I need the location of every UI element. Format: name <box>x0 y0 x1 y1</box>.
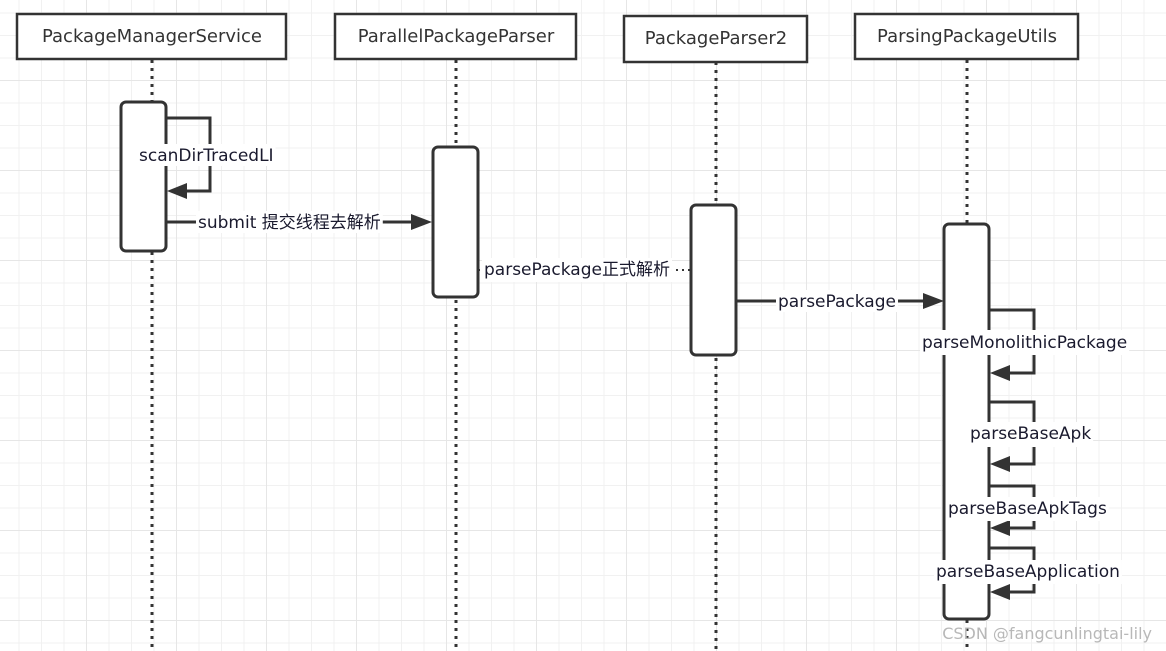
activation-package-manager-service[interactable] <box>119 100 168 253</box>
arrow-head-icon <box>411 214 432 230</box>
message-label: parseBaseApplication <box>936 562 1120 582</box>
actor-label: PackageManagerService <box>42 26 262 47</box>
arrow-head-icon <box>990 456 1010 472</box>
arrow-head-icon <box>990 520 1010 536</box>
message-parse-package[interactable]: parsePackage <box>736 290 944 312</box>
activation-parallel-package-parser[interactable] <box>431 145 480 299</box>
actor-package-manager-service[interactable]: PackageManagerService <box>15 12 288 61</box>
actor-label: ParsingPackageUtils <box>877 26 1057 47</box>
message-label: submit 提交线程去解析 <box>198 213 381 233</box>
arrow-head-icon <box>990 365 1010 381</box>
message-parse-package-formal[interactable]: parsePackage正式解析 <box>478 258 691 282</box>
message-parse-monolithic-package[interactable]: parseMonolithicPackage <box>920 308 1130 381</box>
actor-label: ParallelPackageParser <box>358 26 555 47</box>
arrow-head-icon <box>990 584 1010 600</box>
arrow-head-icon <box>167 183 187 199</box>
arrow-head-icon <box>923 293 944 309</box>
actor-package-parser2[interactable]: PackageParser2 <box>622 14 809 64</box>
message-label: parseBaseApk <box>970 424 1091 444</box>
message-submit[interactable]: submit 提交线程去解析 <box>166 211 432 233</box>
message-parse-base-apk-tags[interactable]: parseBaseApkTags <box>946 484 1109 536</box>
message-parse-base-application[interactable]: parseBaseApplication <box>934 546 1122 600</box>
message-parse-base-apk[interactable]: parseBaseApk <box>968 400 1094 472</box>
actor-label: PackageParser2 <box>645 28 787 49</box>
message-scan-dir-traced-li[interactable]: scanDirTracedLI <box>137 116 276 199</box>
message-label: scanDirTracedLI <box>139 146 274 166</box>
watermark: CSDN @fangcunlingtai-lily <box>942 624 1152 643</box>
message-label: parseMonolithicPackage <box>922 333 1127 353</box>
actor-parallel-package-parser[interactable]: ParallelPackageParser <box>333 12 578 61</box>
activation-package-parser2[interactable] <box>689 203 738 357</box>
message-label: parsePackage <box>778 292 896 312</box>
activation-parsing-package-utils[interactable] <box>942 222 991 621</box>
message-label: parsePackage正式解析 <box>484 260 670 280</box>
actor-parsing-package-utils[interactable]: ParsingPackageUtils <box>853 12 1080 61</box>
message-label: parseBaseApkTags <box>948 499 1107 519</box>
